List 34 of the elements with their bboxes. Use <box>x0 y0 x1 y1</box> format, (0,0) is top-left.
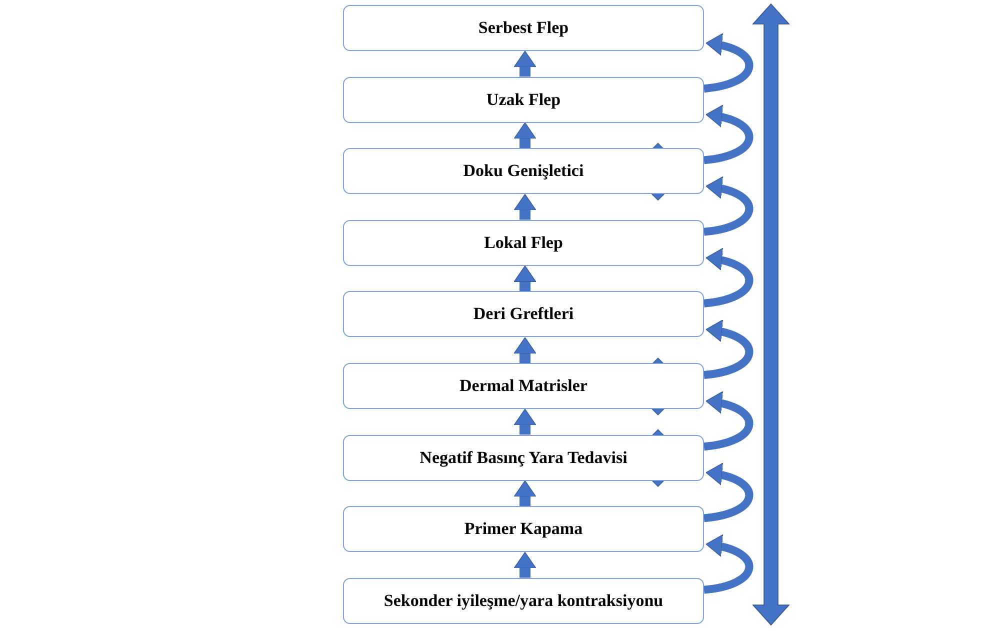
step-label: Doku Genişletici <box>463 161 584 182</box>
step-label: Primer Kapama <box>464 519 583 540</box>
process-box <box>343 5 704 51</box>
process-box <box>343 291 704 338</box>
process-box <box>343 363 704 409</box>
curved-arrow <box>703 34 754 93</box>
curved-arrow <box>703 392 754 451</box>
arrow <box>514 552 536 578</box>
process-box <box>343 220 704 266</box>
curved-arrow <box>703 320 754 379</box>
process-box <box>343 148 704 194</box>
process-box <box>343 76 704 123</box>
step-label: Deri Greftleri <box>473 304 574 324</box>
curved-arrow <box>703 248 754 308</box>
arrow <box>514 122 536 148</box>
step-label: Dermal Matrisler <box>460 376 588 396</box>
curved-arrow <box>703 106 754 164</box>
arrow <box>514 50 536 77</box>
step-label: Serbest Flep <box>478 18 569 38</box>
process-box <box>343 434 704 481</box>
curved-arrow <box>703 535 754 594</box>
step-label: Negatif Basınç Yara Tedavisi <box>420 448 628 468</box>
process-box <box>343 506 704 552</box>
curved-arrow <box>703 464 754 522</box>
arrow <box>514 337 536 363</box>
arrow <box>514 266 536 292</box>
step-label: Sekonder iyileşme/yara kontraksiyonu <box>384 590 664 611</box>
arrow <box>514 408 536 435</box>
arrow <box>514 194 536 220</box>
arrow <box>514 480 536 506</box>
process-box <box>343 578 704 624</box>
step-label: Uzak Flep <box>486 90 561 110</box>
step-label: Lokal Flep <box>484 232 563 253</box>
curved-arrow <box>703 177 754 236</box>
